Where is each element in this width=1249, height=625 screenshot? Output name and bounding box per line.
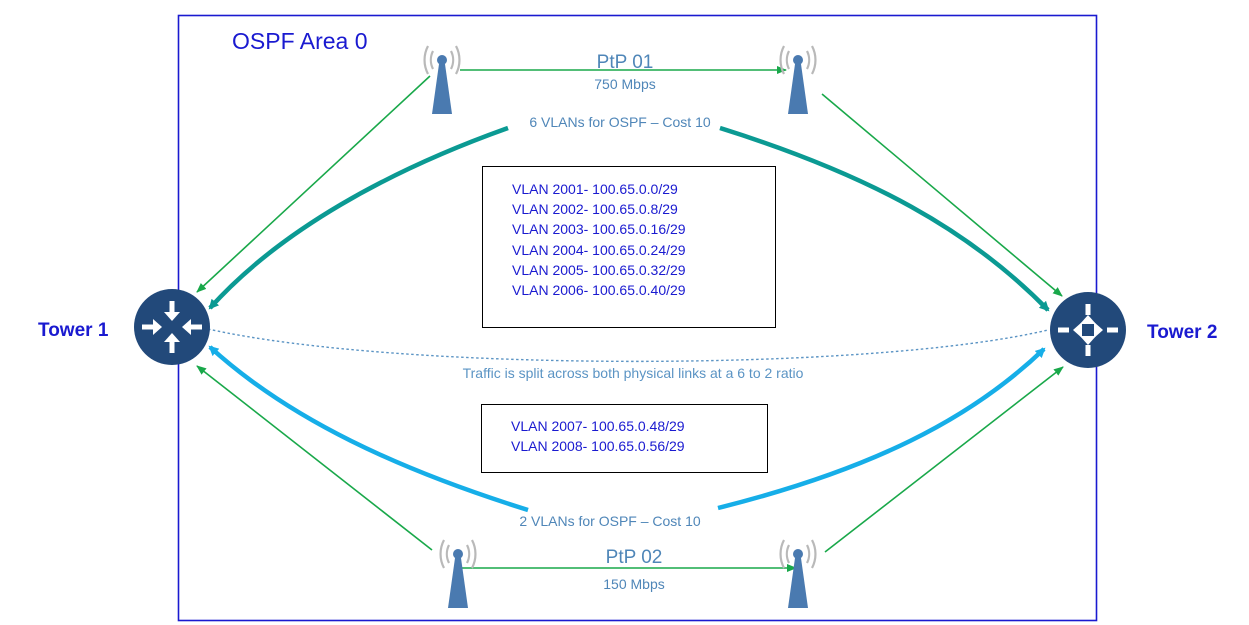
link-ptp02b-tower2: [824, 366, 1064, 553]
vlan-box-ptp02: VLAN 2007- 100.65.0.48/29 VLAN 2008- 100…: [481, 404, 768, 473]
vlan-entry: VLAN 2004- 100.65.0.24/29: [512, 241, 686, 258]
vlan-entry: VLAN 2001- 100.65.0.0/29: [512, 181, 678, 197]
antenna-icon: [779, 44, 817, 116]
tower-1-label: Tower 1: [38, 320, 109, 341]
traffic-split-note: Traffic is split across both physical li…: [459, 365, 807, 381]
link-ptp01a-tower1: [196, 75, 431, 293]
vlan-entry: VLAN 2008- 100.65.0.56/29: [511, 438, 685, 455]
router-icon: [134, 289, 210, 365]
vlan-entry: VLAN 2007- 100.65.0.48/29: [511, 418, 685, 434]
vlan-entry: VLAN 2003- 100.65.0.16/29: [512, 221, 686, 238]
vlan-entry: VLAN 2006- 100.65.0.40/29: [512, 282, 686, 299]
router-icon: [1050, 292, 1126, 368]
vlan-entry: VLAN 2005- 100.65.0.32/29: [512, 261, 686, 278]
link-ptp02a-tower1: [196, 365, 433, 551]
bottom-vlan-caption: 2 VLANs for OSPF – Cost 10: [515, 513, 705, 529]
vlan-entry: VLAN 2002- 100.65.0.8/29: [512, 201, 678, 218]
link-ptp01b-tower2: [821, 93, 1063, 297]
vlan-box-ptp01: VLAN 2001- 100.65.0.0/29 VLAN 2002- 100.…: [482, 166, 776, 328]
ospf-path-top-left: [208, 125, 509, 310]
top-vlan-caption: 6 VLANs for OSPF – Cost 10: [525, 114, 715, 130]
physical-links: [196, 66, 1064, 572]
ptp02-name: PtP 02: [605, 547, 663, 568]
ospf-path-top-right: [719, 125, 1050, 312]
antenna-icon: [779, 538, 817, 610]
tower-2-label: Tower 2: [1147, 322, 1218, 343]
antenna-icon: [439, 538, 477, 610]
ospf-path-bottom-right: [717, 347, 1046, 511]
antenna-icon: [423, 44, 461, 116]
ospf-path-bottom-left: [208, 345, 529, 513]
ptp01-name: PtP 01: [596, 52, 654, 73]
ptp01-speed: 750 Mbps: [594, 76, 656, 92]
area-title: OSPF Area 0: [232, 28, 368, 54]
ptp02-speed: 150 Mbps: [603, 576, 665, 592]
traffic-split-line: [207, 328, 1049, 363]
